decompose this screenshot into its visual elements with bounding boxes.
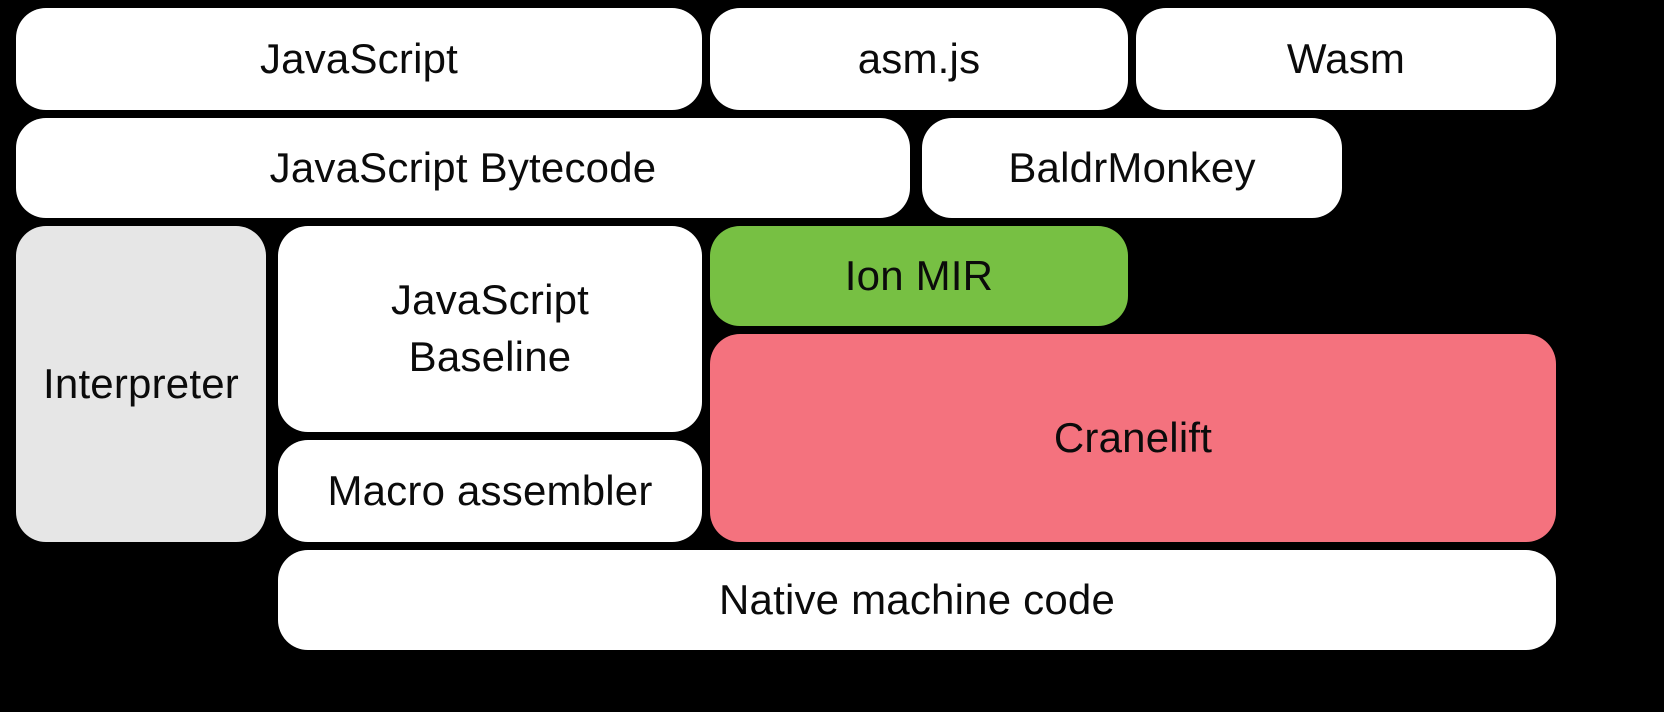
- box-wasm-label: Wasm: [1286, 34, 1406, 82]
- box-interpreter: Interpreter: [16, 226, 266, 542]
- box-interpreter-label: Interpreter: [43, 359, 239, 407]
- box-baldrmonkey: BaldrMonkey: [922, 118, 1342, 218]
- box-asm-js-label: asm.js: [857, 34, 981, 82]
- box-javascript-baseline: JavaScript Baseline: [278, 226, 702, 432]
- box-baldrmonkey-label: BaldrMonkey: [1008, 143, 1256, 191]
- box-cranelift: Cranelift: [710, 334, 1556, 542]
- box-ion-mir-label: Ion MIR: [844, 251, 994, 299]
- box-native-machine-code: Native machine code: [278, 550, 1556, 650]
- box-ion-mir: Ion MIR: [710, 226, 1128, 326]
- box-javascript-bytecode-label: JavaScript Bytecode: [269, 143, 657, 191]
- box-macro-assembler: Macro assembler: [278, 440, 702, 542]
- box-wasm: Wasm: [1136, 8, 1556, 110]
- box-javascript-bytecode: JavaScript Bytecode: [16, 118, 910, 218]
- box-javascript-baseline-label: JavaScript Baseline: [390, 276, 590, 380]
- box-asm-js: asm.js: [710, 8, 1128, 110]
- box-javascript: JavaScript: [16, 8, 702, 110]
- box-macro-assembler-label: Macro assembler: [327, 466, 653, 514]
- box-javascript-label: JavaScript: [259, 34, 459, 82]
- box-native-machine-code-label: Native machine code: [718, 575, 1115, 623]
- box-cranelift-label: Cranelift: [1053, 413, 1213, 461]
